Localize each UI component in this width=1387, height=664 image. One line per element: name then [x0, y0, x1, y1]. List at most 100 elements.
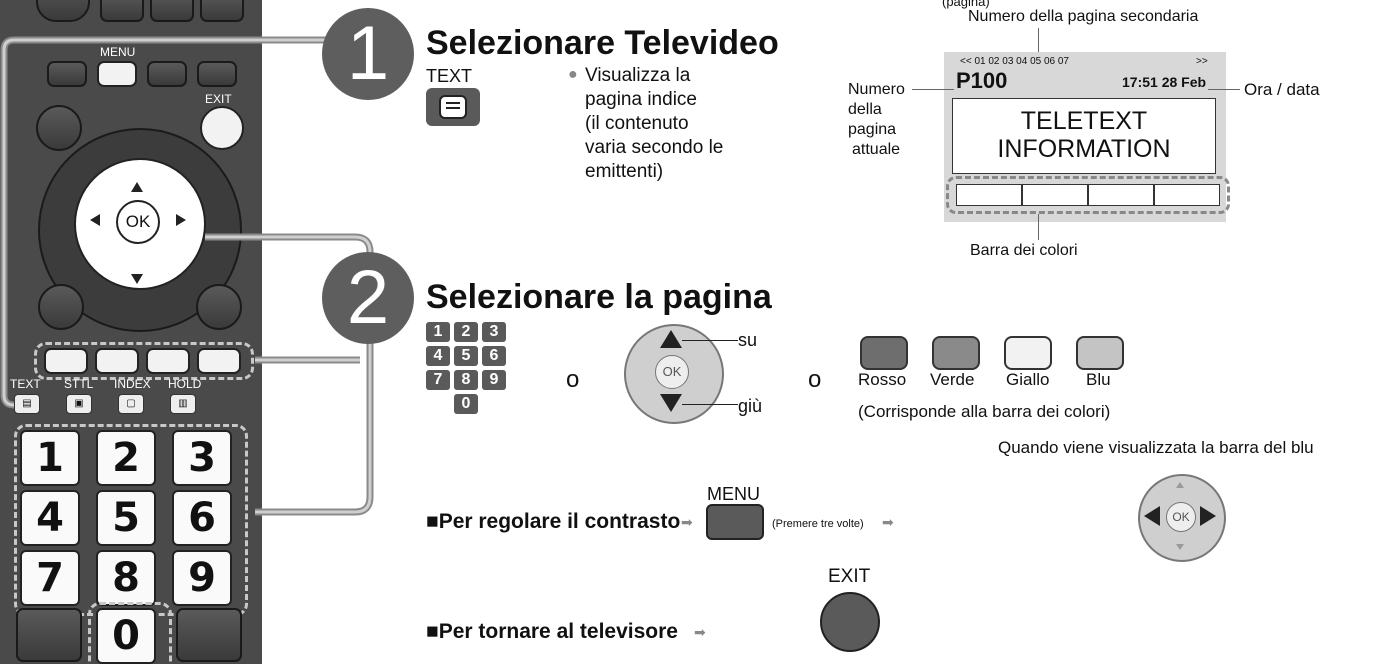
color-bar-caption: Barra dei colori: [970, 242, 1078, 259]
yellow-button[interactable]: [146, 348, 190, 374]
green-button-icon: [932, 336, 980, 370]
zero-highlight: [88, 602, 172, 664]
menu-label: MENU: [100, 45, 136, 59]
blue-button[interactable]: [197, 348, 241, 374]
down-label: giù: [738, 396, 763, 416]
or-separator: o: [808, 366, 822, 393]
page-number: P100: [956, 68, 1008, 93]
leader-line: [1208, 89, 1240, 90]
text-key-button: [426, 88, 480, 126]
up-arrow-icon[interactable]: [131, 182, 143, 192]
return-instruction: ■Per tornare al televisore: [426, 620, 678, 643]
remote-round-button[interactable]: [196, 284, 242, 330]
colors-note: (Corrisponde alla barra dei colori): [858, 402, 1111, 421]
remote-top-button[interactable]: [100, 0, 144, 22]
exit-label: EXIT: [205, 92, 232, 106]
up-label: su: [738, 330, 758, 350]
leader-line: [682, 340, 738, 341]
remote-button[interactable]: [16, 608, 82, 662]
number-key[interactable]: 4: [20, 490, 80, 546]
sttl-button[interactable]: ▣: [66, 394, 92, 414]
press-note: (Premere tre volte): [772, 518, 864, 530]
green-button[interactable]: [95, 348, 139, 374]
number-key[interactable]: 9: [172, 550, 232, 606]
right-arrow-icon: [1200, 506, 1216, 526]
bullet-icon: ●: [568, 66, 578, 83]
leader-line: [912, 89, 954, 90]
number-key[interactable]: 2: [96, 430, 156, 486]
text-label: TEXT: [10, 377, 41, 391]
color-bar-highlight: [946, 176, 1230, 214]
current-page-caption: Numero della pagina attuale: [848, 81, 905, 158]
index-label: INDEX: [114, 377, 151, 391]
ok-icon: OK: [1166, 502, 1196, 532]
number-key[interactable]: 8: [96, 550, 156, 606]
down-arrow-icon: [660, 394, 682, 412]
number-key[interactable]: 1: [20, 430, 80, 486]
number-key[interactable]: 0: [96, 608, 156, 664]
time-date: 17:51 28 Feb: [1122, 74, 1207, 90]
text-key-label: TEXT: [426, 66, 473, 86]
contrast-instruction: ■Per regolare il contrasto: [426, 510, 681, 533]
step-1-number: 1: [322, 8, 414, 100]
exit-button[interactable]: [200, 106, 244, 150]
remote-round-button[interactable]: [36, 105, 82, 151]
arrow-icon: ➡: [694, 624, 706, 640]
up-arrow-icon: [660, 330, 682, 348]
red-button[interactable]: [44, 348, 88, 374]
sub-pages-next: >>: [1196, 56, 1208, 67]
or-separator: o: [566, 366, 580, 393]
exit-key-icon: [820, 592, 880, 652]
right-arrow-icon[interactable]: [176, 214, 186, 226]
yellow-button-icon: [1004, 336, 1052, 370]
remote-button[interactable]: [147, 61, 187, 87]
keypad-key: 7: [426, 370, 450, 390]
color-bar: [956, 184, 1220, 206]
left-arrow-icon[interactable]: [90, 214, 100, 226]
remote-round-button[interactable]: [38, 284, 84, 330]
ok-button[interactable]: OK: [116, 200, 160, 244]
text-button[interactable]: ▤: [14, 394, 40, 414]
color-buttons-highlight: [34, 342, 254, 380]
color-name: Rosso: [858, 370, 907, 389]
step-2-title: Selezionare la pagina: [426, 278, 772, 316]
remote-button[interactable]: [47, 61, 87, 87]
keypad-key: 1: [426, 322, 450, 342]
keypad-key: 0: [454, 394, 478, 414]
color-name: Verde: [930, 370, 975, 389]
hold-label: HOLD: [168, 377, 202, 391]
teletext-content: TELETEXT INFORMATION: [952, 98, 1216, 174]
hold-button[interactable]: ▥: [170, 394, 196, 414]
remote-button[interactable]: [197, 61, 237, 87]
leader-line: [1038, 214, 1039, 240]
keypad-key: 4: [426, 346, 450, 366]
remote-button[interactable]: [176, 608, 242, 662]
exit-key-label: EXIT: [828, 566, 871, 587]
leader-line: [682, 404, 738, 405]
arrow-icon: ➡: [681, 514, 693, 530]
keypad-key: 2: [454, 322, 478, 342]
keypad-key: 3: [482, 322, 506, 342]
menu-key-icon: [706, 504, 764, 540]
menu-button[interactable]: [97, 61, 137, 87]
teletext-icon: [439, 95, 467, 119]
index-button[interactable]: ▢: [118, 394, 144, 414]
number-key[interactable]: 3: [172, 430, 232, 486]
sub-page-caption: Numero della pagina secondaria: [968, 8, 1199, 25]
up-arrow-icon: [1176, 482, 1184, 488]
down-arrow-icon: [1176, 544, 1184, 550]
number-key[interactable]: 5: [96, 490, 156, 546]
remote-top-button[interactable]: [150, 0, 194, 22]
red-button-icon: [860, 336, 908, 370]
keypad-key: 8: [454, 370, 478, 390]
remote-top-button[interactable]: [200, 0, 244, 22]
step-1-title: Selezionare Televideo: [426, 24, 779, 62]
blue-bar-caption: Quando viene visualizzata la barra del b…: [998, 438, 1314, 457]
color-name: Blu: [1086, 370, 1111, 389]
keypad-key: 9: [482, 370, 506, 390]
number-key[interactable]: 6: [172, 490, 232, 546]
step-2-number: 2: [322, 252, 414, 344]
down-arrow-icon[interactable]: [131, 274, 143, 284]
ok-icon: OK: [655, 355, 689, 389]
number-key[interactable]: 7: [20, 550, 80, 606]
